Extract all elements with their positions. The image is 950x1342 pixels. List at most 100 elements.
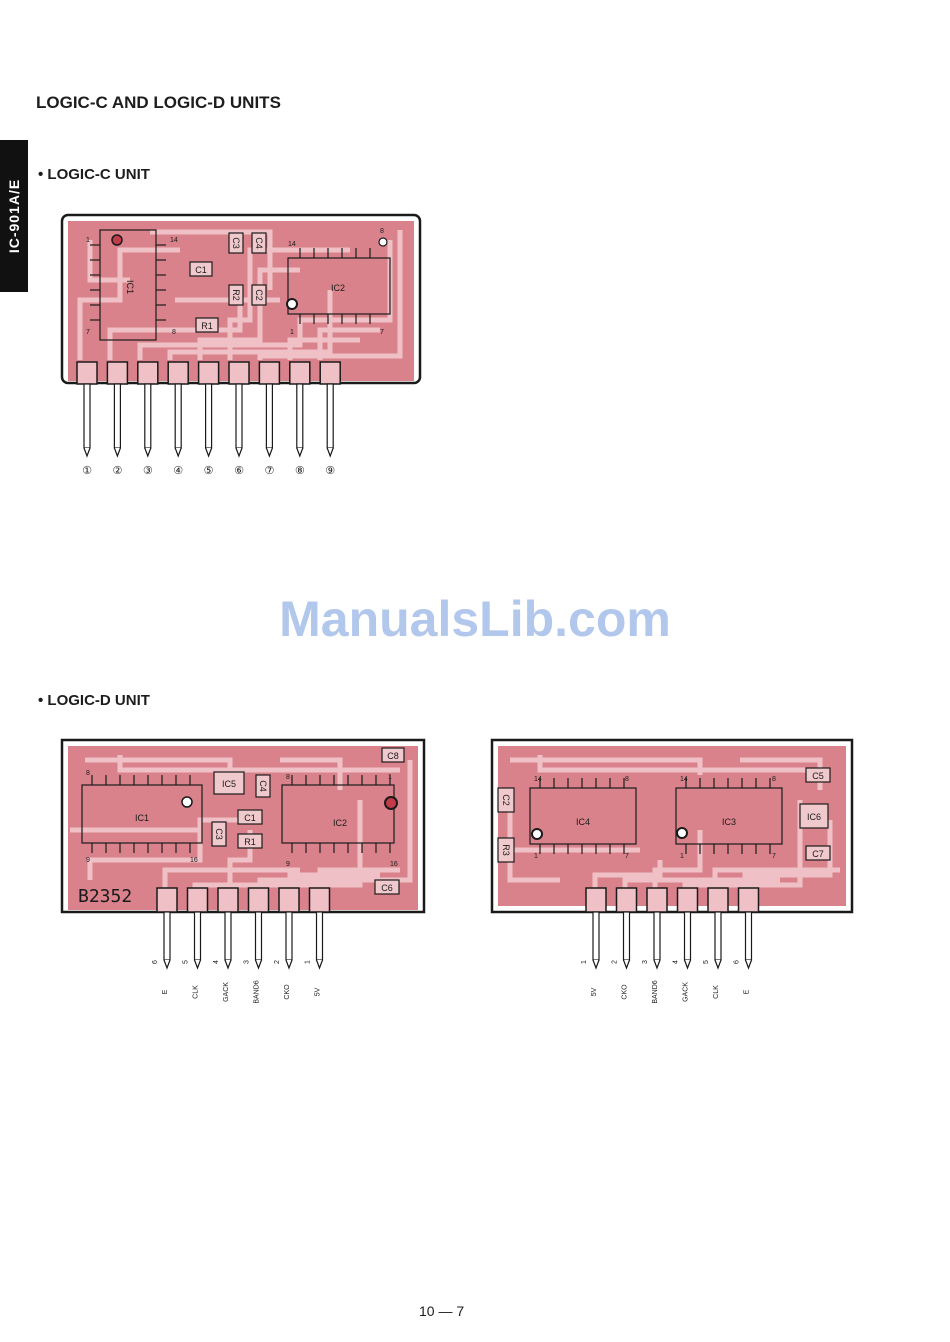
logic-d-pinmark: 8 xyxy=(772,776,776,783)
logic-d-c4-label: C4 xyxy=(258,780,268,792)
logic-d-pinmark: 8 xyxy=(86,770,90,777)
pin-signal: CLK xyxy=(713,985,720,999)
logic-c-pinmark: 7 xyxy=(86,329,90,336)
logic-d-ic1 xyxy=(81,784,203,844)
logic-d-right-pin xyxy=(676,887,699,970)
pin-signal: 5V xyxy=(591,987,598,996)
logic-c-c4-label: C4 xyxy=(254,237,264,249)
logic-d-left-pin xyxy=(186,887,209,970)
logic-d-r3-label: R3 xyxy=(501,844,511,856)
logic-c-pinmark: 8 xyxy=(380,228,384,235)
pin-number: 3 xyxy=(642,960,649,964)
logic-c-pin xyxy=(228,361,250,458)
logic-c-pin-number: ② xyxy=(112,464,122,477)
logic-c-pinmark: 8 xyxy=(172,329,176,336)
logic-c-pin-number: ⑤ xyxy=(204,464,214,477)
pin-number: 2 xyxy=(612,960,619,964)
pin-signal: E xyxy=(744,989,751,994)
pin-signal: BAND6 xyxy=(254,980,261,1003)
logic-d-pinmark: 9 xyxy=(286,861,290,868)
logic-d-ic5 xyxy=(213,771,245,795)
logic-c-pin xyxy=(137,361,159,458)
logic-c-c2-label: C2 xyxy=(254,289,264,301)
logic-c-c3-label: C3 xyxy=(231,237,241,249)
logic-d-ic6-label: IC6 xyxy=(807,812,821,822)
logic-c-r1-label: R1 xyxy=(201,321,213,331)
pin-signal: CLK xyxy=(193,985,200,999)
logic-d-pinmark: 1 xyxy=(680,853,684,860)
logic-c-board: IC1 IC2 C1 C2 C3 C4 R1 R2 1 7 14 8 14 8 … xyxy=(60,213,422,477)
logic-d-pinmark: 16 xyxy=(390,861,398,868)
logic-c-ic1 xyxy=(99,229,157,341)
logic-d-ic6 xyxy=(799,803,829,829)
pin-number: 5 xyxy=(703,960,710,964)
logic-d-pinmark: 1 xyxy=(388,774,392,781)
logic-d-pinmark: 8 xyxy=(286,774,290,781)
logic-d-right-pin xyxy=(646,887,668,970)
logic-c-ic2-label: IC2 xyxy=(331,283,345,293)
logic-d-right-pins xyxy=(585,887,760,970)
logic-d-right-pin xyxy=(615,887,638,970)
logic-c-pinmark: 7 xyxy=(380,329,384,336)
board-label: B2352 xyxy=(78,886,132,907)
logic-d-ic1-label: IC1 xyxy=(135,813,149,823)
logic-c-pinmark: 1 xyxy=(290,329,294,336)
logic-d-c6-label: C6 xyxy=(381,883,393,893)
logic-d-right-board: IC3 IC4 IC6 C2 C5 C7 R3 14 8 1 7 14 8 1 … xyxy=(490,738,854,1004)
logic-d-c7-label: C7 xyxy=(812,849,824,859)
logic-d-ic3 xyxy=(675,787,783,845)
logic-d-pinmark: 16 xyxy=(190,857,198,864)
watermark: ManualsLib.com xyxy=(279,591,671,647)
logic-c-r2-label: R2 xyxy=(231,289,241,301)
pin-signal: CKO xyxy=(622,984,629,1000)
pin-number: 1 xyxy=(581,960,588,964)
logic-c-pins xyxy=(76,361,341,458)
logic-d-c2-label: C2 xyxy=(501,794,511,806)
logic-d-pinmark: 14 xyxy=(680,776,688,783)
pin-number: 5 xyxy=(183,960,190,964)
logic-c-pin xyxy=(289,361,311,458)
page-title: LOGIC-C AND LOGIC-D UNITS xyxy=(36,93,281,112)
logic-d-left-board: IC1 IC2 IC5 C1 C3 C4 C6 C8 R1 8 9 16 8 1… xyxy=(60,738,426,1004)
logic-c-pin-number: ③ xyxy=(143,464,153,477)
logic-d-c5-label: C5 xyxy=(812,771,824,781)
logic-c-pin xyxy=(106,361,129,458)
logic-d-pinmark: 1 xyxy=(534,853,538,860)
logic-d-right-pin xyxy=(707,887,729,970)
logic-d-ic5-label: IC5 xyxy=(222,779,236,789)
pin-signal: GACK xyxy=(223,982,230,1002)
logic-c-pinmark: 1 xyxy=(86,237,90,244)
logic-d-pinmark: 7 xyxy=(625,853,629,860)
pin-signal: BAND6 xyxy=(652,980,659,1003)
logic-d-ic4-label: IC4 xyxy=(576,817,590,827)
logic-c-pin xyxy=(319,361,341,458)
logic-d-left-pin xyxy=(308,887,331,970)
page-number: 10 — 7 xyxy=(419,1303,465,1319)
logic-d-ic2 xyxy=(281,784,395,844)
logic-d-ic4 xyxy=(529,787,637,845)
logic-d-c3-label: C3 xyxy=(214,828,224,840)
logic-d-ic3-label: IC3 xyxy=(722,817,736,827)
logic-c-pin xyxy=(76,361,98,458)
logic-d-pinmark: 9 xyxy=(86,857,90,864)
logic-d-left-pin xyxy=(247,887,270,970)
logic-c-pinmark: 14 xyxy=(288,241,296,248)
logic-d-right-pin xyxy=(737,887,760,970)
logic-c-pin xyxy=(258,361,281,458)
logic-d-pinmark: 7 xyxy=(772,853,776,860)
pin-number: 6 xyxy=(152,960,159,964)
logic-d-c8-label: C8 xyxy=(387,751,399,761)
pin-number: 2 xyxy=(274,960,281,964)
logic-d-left-pin xyxy=(278,887,300,970)
logic-c-pin-number: ⑥ xyxy=(234,464,244,477)
logic-d-right-pin xyxy=(585,887,607,970)
logic-d-left-pins xyxy=(156,887,331,970)
logic-d-pinmark: 14 xyxy=(534,776,542,783)
logic-c-ic2 xyxy=(287,257,391,315)
pin-signal: 5V xyxy=(315,987,322,996)
logic-d-left-pin xyxy=(217,887,239,970)
logic-d-heading: • LOGIC-D UNIT xyxy=(38,692,150,709)
logic-c-pin-number: ⑧ xyxy=(295,464,305,477)
side-tab: IC-901A/E xyxy=(0,140,28,292)
